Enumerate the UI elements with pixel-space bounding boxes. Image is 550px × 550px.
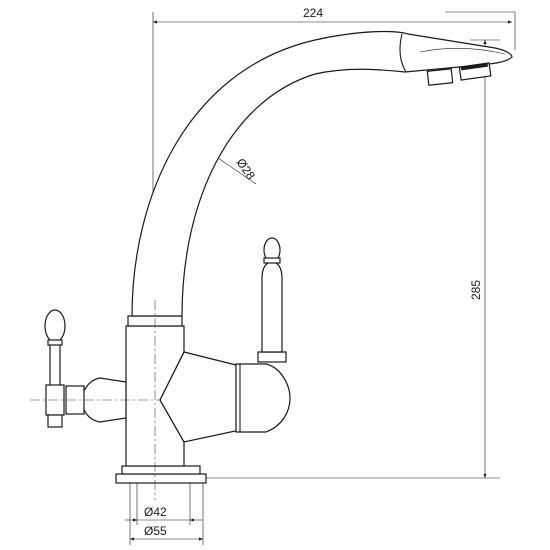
dimension-width: 224 [153,6,512,24]
faucet [30,30,513,500]
height-label: 285 [469,280,483,300]
dimension-height: 285 [469,40,487,478]
base-outer-label: Ø55 [144,524,167,538]
right-valve [235,363,291,433]
left-handle-stem [49,339,61,393]
extension-lines [129,11,516,545]
left-handle-knob [44,309,66,343]
base-inner-label: Ø42 [144,505,167,519]
width-label: 224 [303,6,323,20]
dimension-base-outer: Ø55 [130,524,203,541]
right-handle [261,261,283,353]
spout [131,30,513,317]
dimension-base-inner: Ø42 [125,505,202,522]
right-handle-base [257,351,287,363]
base-plate [115,473,207,484]
aerator-left [426,68,454,86]
base-collar [121,465,201,475]
spout-diameter-label: Ø28 [234,156,259,183]
